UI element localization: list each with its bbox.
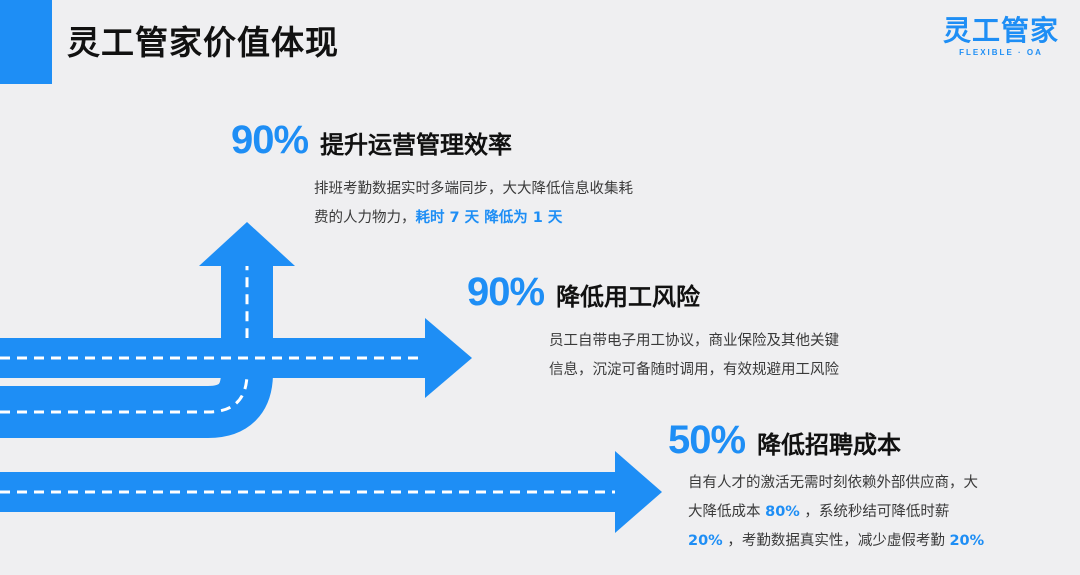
description-line: 费的人力物力，耗时 7 天 降低为 1 天 bbox=[314, 204, 633, 233]
description-text: 信息，沉淀可备随时调用，有效规避用工风险 bbox=[549, 362, 839, 378]
value-description: 自有人才的激活无需时刻依赖外部供应商，大大降低成本 80% ，系统秒结可降低时薪… bbox=[688, 469, 984, 556]
value-heading: 90% 降低用工风险 bbox=[467, 270, 839, 315]
description-text: 员工自带电子用工协议，商业保险及其他关键 bbox=[549, 333, 839, 349]
description-line: 20% ，考勤数据真实性，减少虚假考勤 20% bbox=[688, 527, 984, 556]
logo-subtitle: FLEXIBLE · OA bbox=[959, 48, 1043, 57]
description-line: 大降低成本 80% ，系统秒结可降低时薪 bbox=[688, 498, 984, 527]
highlight-value: 20% bbox=[949, 533, 985, 549]
description-text: ，考勤数据真实性，减少虚假考勤 bbox=[722, 533, 950, 549]
value-percent: 90% bbox=[231, 118, 309, 162]
description-line: 自有人才的激活无需时刻依赖外部供应商，大 bbox=[688, 469, 984, 498]
highlight-value: 耗时 7 天 降低为 1 天 bbox=[415, 210, 563, 226]
value-heading: 50% 降低招聘成本 bbox=[668, 418, 984, 463]
accent-bar bbox=[0, 0, 52, 84]
value-heading: 90% 提升运营管理效率 bbox=[231, 118, 633, 163]
value-description: 员工自带电子用工协议，商业保险及其他关键信息，沉淀可备随时调用，有效规避用工风险 bbox=[549, 327, 839, 385]
description-line: 信息，沉淀可备随时调用，有效规避用工风险 bbox=[549, 356, 839, 385]
value-title: 提升运营管理效率 bbox=[320, 131, 513, 159]
value-block-efficiency: 90% 提升运营管理效率 排班考勤数据实时多端同步，大大降低信息收集耗费的人力物… bbox=[231, 118, 633, 233]
value-block-risk: 90% 降低用工风险 员工自带电子用工协议，商业保险及其他关键信息，沉淀可备随时… bbox=[467, 270, 839, 385]
description-text: ，系统秒结可降低时薪 bbox=[799, 504, 950, 520]
logo-text: 灵工管家 bbox=[942, 14, 1059, 47]
value-title: 降低用工风险 bbox=[556, 283, 701, 311]
value-percent: 90% bbox=[467, 270, 545, 314]
value-block-recruiting: 50% 降低招聘成本 自有人才的激活无需时刻依赖外部供应商，大大降低成本 80%… bbox=[668, 418, 984, 556]
value-percent: 50% bbox=[668, 418, 746, 462]
value-description: 排班考勤数据实时多端同步，大大降低信息收集耗费的人力物力，耗时 7 天 降低为 … bbox=[314, 175, 633, 233]
up-arrow-dash-line bbox=[0, 262, 249, 414]
page-title: 灵工管家价值体现 bbox=[67, 23, 339, 62]
bottom-arrow-head bbox=[615, 451, 662, 533]
highlight-value: 20% bbox=[688, 533, 723, 549]
description-text: 自有人才的激活无需时刻依赖外部供应商，大 bbox=[688, 475, 978, 491]
value-title: 降低招聘成本 bbox=[757, 431, 902, 459]
description-line: 员工自带电子用工协议，商业保险及其他关键 bbox=[549, 327, 839, 356]
middle-arrow-head bbox=[425, 318, 472, 398]
description-text: 大降低成本 bbox=[688, 504, 766, 520]
description-text: 费的人力物力， bbox=[314, 210, 416, 226]
brand-logo: 灵工管家 FLEXIBLE · OA bbox=[936, 14, 1066, 57]
up-arrow-road bbox=[0, 262, 273, 438]
description-line: 排班考勤数据实时多端同步，大大降低信息收集耗 bbox=[314, 175, 633, 204]
up-arrow-head bbox=[199, 222, 295, 266]
highlight-value: 80% bbox=[765, 504, 800, 520]
description-text: 排班考勤数据实时多端同步，大大降低信息收集耗 bbox=[314, 181, 633, 197]
